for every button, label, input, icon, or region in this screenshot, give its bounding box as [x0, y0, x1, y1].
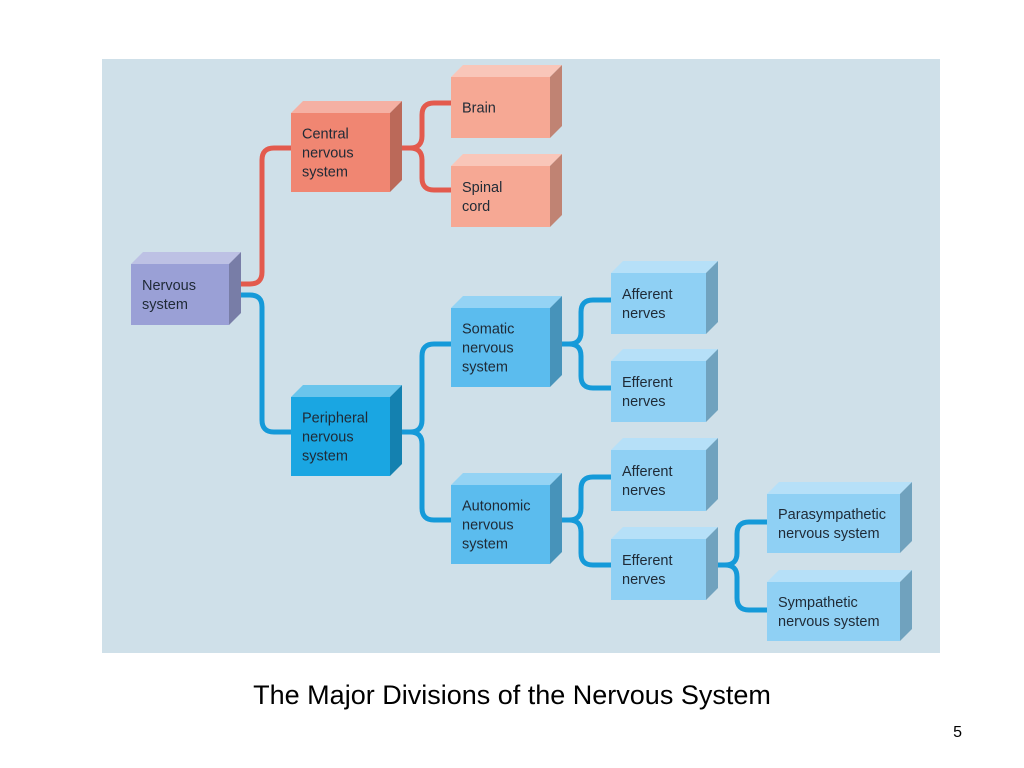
box-label-sympathetic: nervous system — [778, 614, 880, 630]
box-side-face — [706, 261, 718, 334]
box-label-brain: Brain — [462, 101, 496, 117]
box-label-spinal-cord: cord — [462, 199, 490, 215]
box-somatic-afferent: Afferent nerves — [611, 261, 718, 334]
box-label-peripheral: system — [302, 449, 348, 465]
box-side-face — [390, 385, 402, 476]
box-top-face — [451, 296, 562, 308]
box-label-autonomic: Autonomic — [462, 499, 531, 515]
box-somatic-efferent: Efferent nerves — [611, 349, 718, 422]
box-front-face — [611, 273, 706, 334]
box-label-somatic-efferent: Efferent — [622, 375, 673, 391]
connector-efferent-to-sympathetic — [709, 562, 770, 613]
box-side-face — [550, 154, 562, 227]
box-label-central: nervous — [302, 146, 354, 162]
box-top-face — [611, 349, 718, 361]
box-front-face — [611, 361, 706, 422]
box-label-autonomic: nervous — [462, 518, 514, 534]
box-label-sympathetic: Sympathetic — [778, 595, 858, 611]
box-label-autonomic-efferent: Efferent — [622, 553, 673, 569]
connector-autonomic-to-afferent — [553, 474, 614, 523]
box-label-somatic: system — [462, 360, 508, 376]
box-top-face — [611, 261, 718, 273]
box-front-face — [291, 397, 390, 476]
box-side-face — [390, 101, 402, 192]
box-central: Central nervous system — [291, 101, 402, 192]
box-top-face — [767, 482, 912, 494]
box-nervous-system: Nervous system — [131, 252, 241, 325]
box-side-face — [706, 527, 718, 600]
box-front-face — [767, 582, 900, 641]
box-top-face — [611, 438, 718, 450]
box-front-face — [611, 450, 706, 511]
box-label-somatic-afferent: Afferent — [622, 287, 673, 303]
box-side-face — [550, 296, 562, 387]
box-autonomic-afferent: Afferent nerves — [611, 438, 718, 511]
box-side-face — [706, 349, 718, 422]
box-front-face — [451, 308, 550, 387]
box-brain: Brain — [451, 65, 562, 138]
box-label-somatic: nervous — [462, 341, 514, 357]
box-label-autonomic-afferent: Afferent — [622, 464, 673, 480]
slide-caption: The Major Divisions of the Nervous Syste… — [253, 680, 771, 710]
box-label-somatic-afferent: nerves — [622, 306, 666, 322]
box-autonomic: Autonomic nervous system — [451, 473, 562, 564]
box-spinal-cord: Spinal cord — [451, 154, 562, 227]
connector-peripheral-to-autonomic — [393, 429, 454, 523]
box-top-face — [291, 101, 402, 113]
box-top-face — [131, 252, 241, 264]
connector-autonomic-to-efferent — [553, 517, 614, 568]
page-number: 5 — [953, 724, 962, 741]
box-top-face — [611, 527, 718, 539]
box-somatic: Somatic nervous system — [451, 296, 562, 387]
box-front-face — [451, 77, 550, 138]
box-side-face — [706, 438, 718, 511]
box-label-central: system — [302, 165, 348, 181]
box-front-face — [451, 485, 550, 564]
box-side-face — [900, 482, 912, 553]
box-label-nervous-system: system — [142, 297, 188, 313]
box-top-face — [451, 65, 562, 77]
box-autonomic-efferent: Efferent nerves — [611, 527, 718, 600]
boxes: Nervous system Central nervous system BrainSp… — [131, 65, 912, 641]
box-sympathetic: Sympathetic nervous system — [767, 570, 912, 641]
connector-nervous-to-peripheral — [233, 292, 294, 435]
box-label-somatic-efferent: nerves — [622, 394, 666, 410]
box-label-autonomic: system — [462, 537, 508, 553]
box-peripheral: Peripheral nervous system — [291, 385, 402, 476]
box-top-face — [767, 570, 912, 582]
connector-central-to-spinal-cord — [393, 145, 454, 193]
box-label-central: Central — [302, 127, 349, 143]
connector-somatic-to-afferent — [553, 297, 614, 347]
box-label-parasympathetic: Parasympathetic — [778, 507, 886, 523]
connector-nervous-to-central — [233, 145, 294, 287]
connectors — [233, 100, 770, 613]
box-top-face — [291, 385, 402, 397]
box-front-face — [611, 539, 706, 600]
box-label-nervous-system: Nervous — [142, 278, 196, 294]
box-front-face — [451, 166, 550, 227]
box-label-peripheral: nervous — [302, 430, 354, 446]
box-label-autonomic-efferent: nerves — [622, 572, 666, 588]
box-parasympathetic: Parasympathetic nervous system — [767, 482, 912, 553]
connector-efferent-to-parasympathetic — [709, 519, 770, 568]
box-label-parasympathetic: nervous system — [778, 526, 880, 542]
connector-central-to-brain — [393, 100, 454, 151]
box-side-face — [550, 65, 562, 138]
connector-peripheral-to-somatic — [393, 341, 454, 435]
box-front-face — [767, 494, 900, 553]
box-top-face — [451, 154, 562, 166]
box-side-face — [900, 570, 912, 641]
box-front-face — [131, 264, 229, 325]
box-label-somatic: Somatic — [462, 322, 514, 338]
box-side-face — [550, 473, 562, 564]
box-side-face — [229, 252, 241, 325]
box-front-face — [291, 113, 390, 192]
box-label-autonomic-afferent: nerves — [622, 483, 666, 499]
connector-somatic-to-efferent — [553, 341, 614, 391]
box-label-peripheral: Peripheral — [302, 411, 368, 427]
box-label-spinal-cord: Spinal — [462, 180, 502, 196]
box-top-face — [451, 473, 562, 485]
